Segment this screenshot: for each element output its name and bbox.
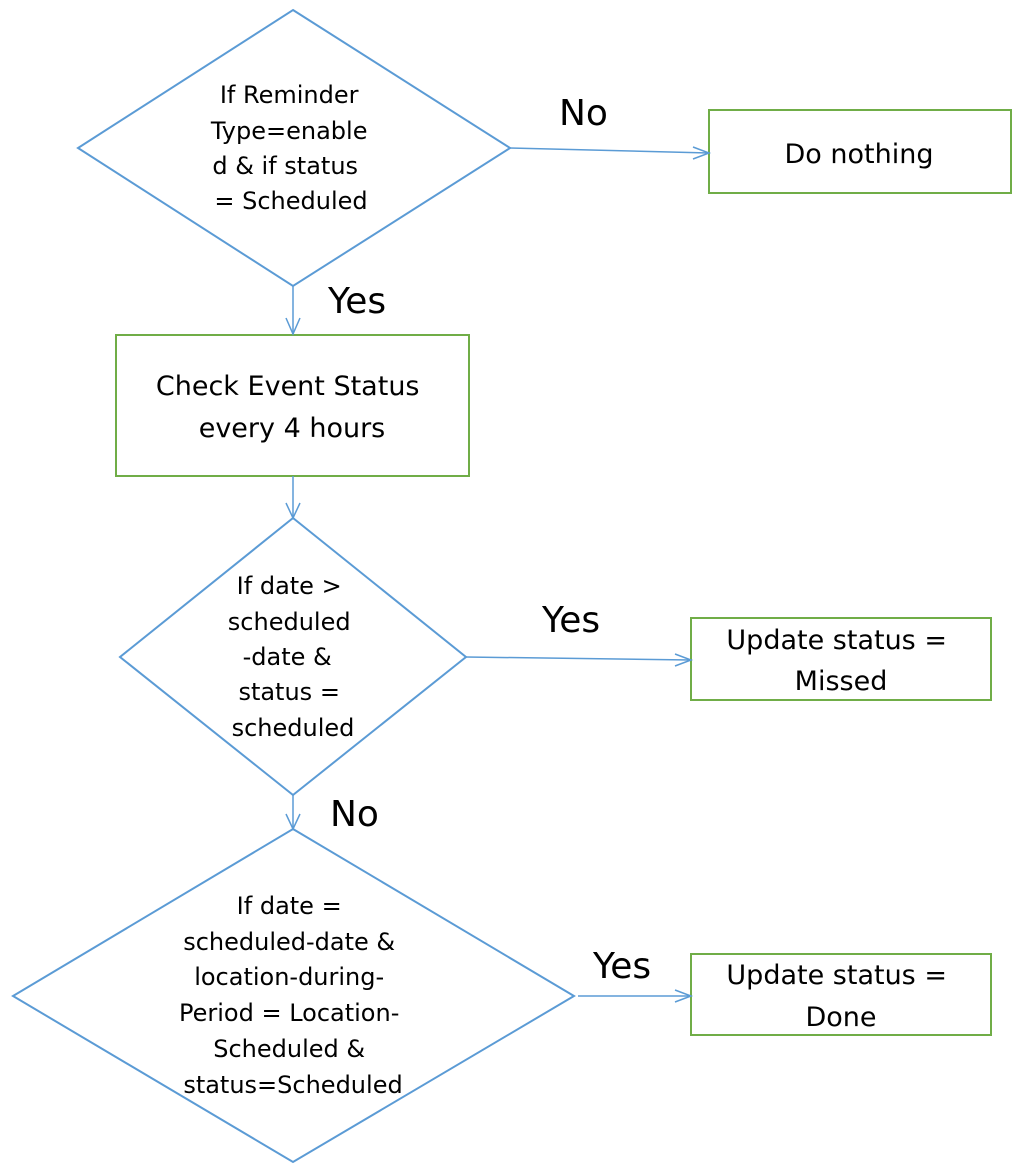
process-update-done: Update status = Done xyxy=(690,953,992,1036)
process-update-missed-line: Missed xyxy=(795,666,888,697)
decision-date-equals-scheduled-line: status=Scheduled xyxy=(183,1071,402,1099)
process-check-event-status-shape xyxy=(115,334,470,477)
decision-date-equals-scheduled-line: Scheduled & xyxy=(213,1035,365,1063)
arrowhead-icon xyxy=(692,146,712,160)
arrowhead-icon xyxy=(674,989,694,1003)
process-update-missed: Update status = Missed xyxy=(690,617,992,701)
decision-date-equals-scheduled-line: Period = Location- xyxy=(179,999,399,1027)
arrowhead-icon xyxy=(285,502,301,520)
svg-text:Check Event Status every: Check Event Status every 4 hours xyxy=(156,371,428,444)
decision-date-after-scheduled-line: If date > xyxy=(237,572,342,600)
decision-date-after-scheduled: If date > scheduled -date & status = sch… xyxy=(118,516,468,797)
connector-d2-no: No xyxy=(285,794,379,835)
connector-d1-yes: Yes xyxy=(285,281,386,336)
decision-reminder-enabled: If Reminder Type=enable d & if status = … xyxy=(76,8,512,288)
decision-reminder-enabled-shape xyxy=(76,8,512,288)
connector-line xyxy=(509,147,710,154)
connector-d2-yes: Yes xyxy=(465,600,694,667)
decision-date-equals-scheduled: If date = scheduled-date & location-duri… xyxy=(11,827,576,1164)
decision-date-after-scheduled-line: -date & xyxy=(243,643,332,671)
svg-text:If date = scheduled-date: If date = scheduled-date & location-duri… xyxy=(179,892,407,1099)
process-check-event-status: Check Event Status every 4 hours xyxy=(115,334,470,477)
decision-reminder-enabled-line: = Scheduled xyxy=(214,187,367,215)
connector-d3-yes: Yes xyxy=(578,946,694,1003)
arrowhead-icon xyxy=(285,813,301,831)
decision-reminder-enabled-line: If Reminder xyxy=(220,81,359,109)
decision-date-equals-scheduled-line: scheduled-date & xyxy=(183,928,395,956)
decision-date-equals-scheduled-line: location-during- xyxy=(194,963,384,991)
process-check-event-status-line: every 4 hours xyxy=(199,413,386,444)
process-do-nothing-line: Do nothing xyxy=(785,139,934,170)
decision-date-equals-scheduled-line: If date = xyxy=(237,892,342,920)
process-do-nothing-shape xyxy=(708,109,1012,194)
connector-d1-no: No xyxy=(509,93,712,160)
svg-text:Do nothing: Do nothing xyxy=(785,139,934,170)
connector-check-to-d2 xyxy=(285,476,301,520)
svg-text:Update status = Missed: Update status = Missed xyxy=(726,625,955,697)
edge-label-no: No xyxy=(559,93,608,134)
svg-text:Update status = Done: Update status = Done xyxy=(726,960,955,1033)
edge-label-no: No xyxy=(330,794,379,835)
decision-reminder-enabled-line: Type=enable xyxy=(210,117,368,145)
process-check-event-status-line: Check Event Status xyxy=(156,371,420,402)
svg-text:If date > scheduled: If date > scheduled -date & status = sch… xyxy=(228,572,358,742)
edge-label-yes: Yes xyxy=(541,600,600,641)
process-do-nothing: Do nothing xyxy=(708,109,1012,194)
decision-date-equals-scheduled-shape xyxy=(11,827,576,1164)
decision-date-after-scheduled-line: scheduled xyxy=(228,608,351,636)
svg-text:If Reminder Type=enable: If Reminder Type=enable d & if status = … xyxy=(210,81,375,215)
process-update-missed-line: Update status = xyxy=(726,625,947,656)
decision-reminder-enabled-line: d & if status xyxy=(212,152,358,180)
arrowhead-icon xyxy=(674,653,694,667)
decision-date-after-scheduled-line: status = xyxy=(238,678,339,706)
process-update-done-line: Update status = xyxy=(726,960,947,991)
process-update-done-shape xyxy=(690,953,992,1036)
connector-line xyxy=(465,656,692,661)
arrowhead-icon xyxy=(285,317,301,336)
edge-label-yes: Yes xyxy=(327,281,386,322)
process-update-done-line: Done xyxy=(805,1002,876,1033)
decision-date-after-scheduled-line: scheduled xyxy=(232,714,355,742)
process-update-missed-shape xyxy=(690,617,992,701)
edge-label-yes: Yes xyxy=(592,946,651,987)
